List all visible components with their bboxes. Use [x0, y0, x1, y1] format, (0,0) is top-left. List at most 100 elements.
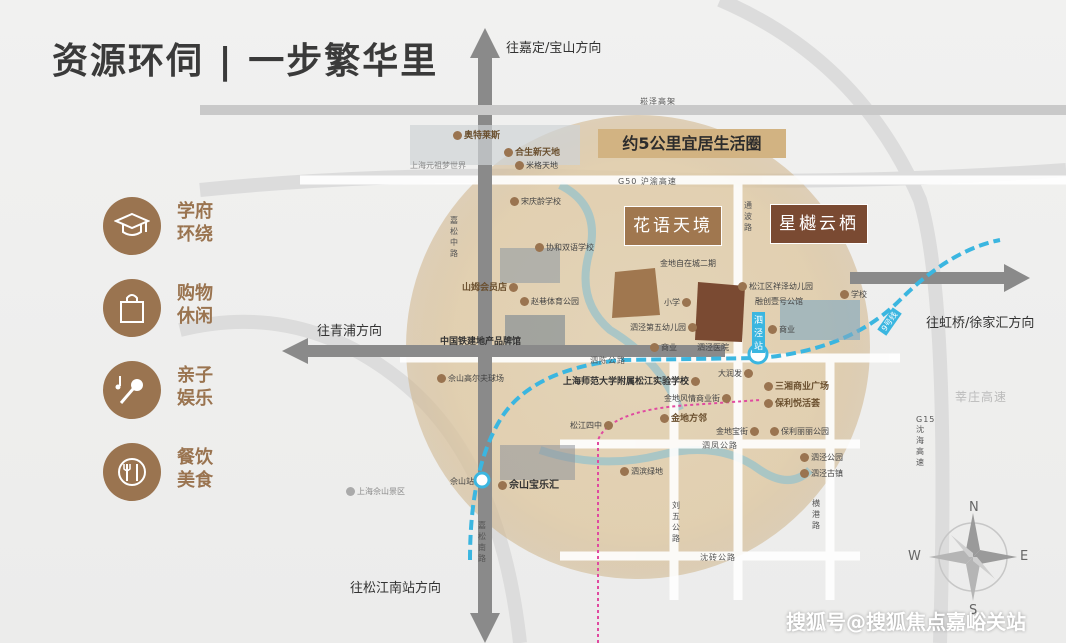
location-pin-icon: [770, 427, 779, 436]
poi: 中国铁建地产品牌馆: [440, 337, 522, 347]
location-pin-icon: [691, 377, 701, 386]
poi: 松江四中: [570, 420, 615, 431]
poi: 泗泾古镇: [800, 468, 843, 479]
poi: 金地方邻: [660, 411, 707, 424]
poi: 松江区祥泽幼儿园: [738, 281, 813, 292]
direction-north: 往嘉定/宝山方向: [506, 41, 602, 56]
sijing-station-label: 泗泾站: [752, 312, 765, 353]
road-label: 刘五公路: [672, 501, 681, 543]
major-roads: [300, 175, 1066, 600]
compass-w: W: [908, 549, 921, 564]
poi: 小学: [664, 297, 693, 308]
location-pin-icon: [800, 469, 809, 478]
poi: 融创壹号公馆: [755, 297, 803, 306]
poi: 协和双语学校: [535, 242, 594, 253]
building-shape: [410, 125, 580, 165]
location-pin-icon: [520, 297, 529, 306]
location-pin-icon: [346, 487, 355, 496]
poi: 佘山宝乐汇: [498, 476, 559, 491]
poi: 金地自在城二期: [660, 259, 716, 268]
compass-s: S: [969, 603, 978, 618]
location-pin-icon: [688, 323, 697, 332]
location-pin-icon: [840, 290, 849, 299]
road-label: 崧泽高架: [640, 97, 676, 106]
shopping-cart-icon: [764, 399, 773, 408]
poi: 上海元祖梦世界: [410, 161, 466, 170]
road-label: 沈砖公路: [700, 553, 736, 562]
page-title: 资源环伺 | 一步繁华里: [52, 41, 439, 82]
shopping-cart-icon: [498, 480, 507, 490]
road-label: 横港路: [812, 499, 821, 530]
shopping-cart-icon: [660, 414, 669, 423]
building-shape: [500, 248, 560, 283]
life-circle-banner: 约5公里宜居生活圈: [598, 129, 786, 158]
pink-route: [597, 399, 761, 643]
poi: 山姆会员店: [462, 280, 520, 293]
road-label: 嘉松中路: [450, 216, 459, 258]
road-label: 嘉松南路: [478, 521, 487, 563]
location-pin-icon: [515, 161, 524, 170]
direction-east: 往虹桥/徐家汇方向: [926, 316, 1035, 331]
legend-education: 学府环绕: [103, 197, 243, 257]
legend-label: 餐饮美食: [177, 447, 213, 491]
shopping-cart-icon: [509, 283, 519, 292]
music-mic-icon: [115, 376, 143, 404]
legend-entertainment: 亲子娱乐: [103, 361, 243, 421]
location-pin-icon: [535, 243, 544, 252]
huayu-plot: [612, 268, 660, 318]
poi: 泗泾公园: [800, 452, 843, 463]
road-label: G15 沈海高速: [916, 415, 936, 467]
shopping-cart-icon: [768, 325, 777, 334]
metro-line-9: [468, 238, 1001, 561]
poi: 米格天地: [515, 160, 558, 171]
shopping-cart-icon: [764, 382, 773, 391]
poi: 上海佘山景区: [346, 486, 405, 497]
location-pin-icon: [453, 131, 462, 140]
poi: 合生新天地: [504, 145, 560, 158]
poi: 商业: [768, 324, 795, 335]
shopping-cart-icon: [650, 343, 659, 352]
graduation-cap-icon: [114, 212, 150, 236]
sheshan-station-marker: [473, 471, 491, 489]
location-pin-icon: [682, 298, 691, 307]
compass-e: E: [1020, 549, 1029, 564]
building-shape: [505, 315, 565, 345]
poi: 泗泾医院: [697, 343, 729, 352]
poi: 金地风情商业街: [664, 393, 733, 404]
poi: 上海师范大学附属松江实验学校: [563, 374, 702, 387]
location-pin-icon: [800, 453, 809, 462]
poi: 商业: [650, 342, 677, 353]
poi: 泗泾第五幼儿园: [630, 322, 699, 333]
dining-icon: [118, 458, 146, 486]
compass-n: N: [969, 500, 979, 515]
river: [538, 181, 813, 484]
building-shape: [500, 445, 575, 480]
compass-rose-icon: [929, 513, 1017, 601]
legend-label: 学府环绕: [177, 201, 213, 245]
direction-south: 往松江南站方向: [350, 581, 442, 596]
location-pin-icon: [510, 197, 519, 206]
location-pin-icon: [738, 282, 747, 291]
shopping-cart-icon: [750, 427, 759, 436]
legend-shopping: 购物休闲: [103, 279, 243, 339]
xinghui-project-label: 星樾云栖: [770, 204, 868, 244]
poi: 保利悦活荟: [764, 396, 820, 409]
legend-label: 购物休闲: [177, 283, 213, 327]
poi: 佘山高尔夫球场: [437, 373, 504, 384]
location-pin-icon: [504, 148, 513, 157]
poi: 学校: [840, 289, 867, 300]
poi: 奥特莱斯: [453, 128, 500, 141]
poi: 宋庆龄学校: [510, 196, 561, 207]
legend-icon-circle: [103, 197, 161, 255]
road-label: 通波路: [744, 201, 753, 232]
shopping-cart-icon: [744, 369, 753, 378]
legend-icon-circle: [103, 279, 161, 337]
huayu-project-label: 花语天境: [624, 206, 722, 246]
direction-west: 往青浦方向: [317, 324, 383, 339]
poi: 大润发: [718, 368, 755, 379]
sheshan-station-label: 佘山站: [450, 477, 474, 486]
road-label: 莘庄高速: [955, 390, 1008, 404]
poi: 保利丽丽公园: [770, 426, 829, 437]
watermark: 搜狐号@搜狐焦点嘉峪关站: [786, 610, 1026, 634]
